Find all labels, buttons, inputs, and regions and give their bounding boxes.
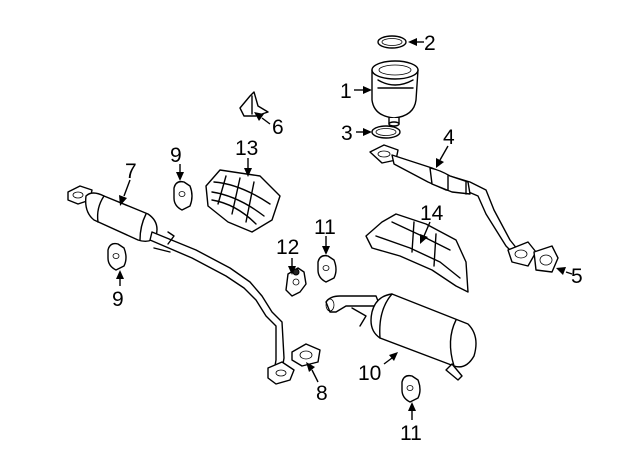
part-7-center-pipe: [67, 185, 295, 385]
callout-12: 12: [276, 236, 299, 259]
part-11-hanger-lower: [401, 374, 421, 403]
callout-9-lower: 9: [112, 288, 124, 311]
callout-labels: 2 1 3 4 5 6 7 8 9 9 10 11 11 12 13 14: [112, 32, 583, 445]
part-8-gasket: [291, 343, 321, 367]
callout-10: 10: [358, 362, 381, 385]
part-10-muffler: [325, 293, 477, 381]
part-9-hanger-upper: [173, 180, 193, 211]
callout-1: 1: [340, 80, 352, 103]
part-14-heat-shield: [365, 213, 469, 293]
callout-11-lower: 11: [400, 422, 422, 445]
part-2-gasket: [377, 35, 407, 49]
part-1-catalytic-converter: [371, 60, 419, 127]
part-5-gasket: [533, 245, 559, 273]
callout-14: 14: [420, 202, 444, 225]
part-9-hanger-lower: [107, 242, 127, 271]
callout-5: 5: [571, 265, 583, 288]
part-13-heat-shield: [205, 169, 281, 233]
callout-7: 7: [125, 160, 137, 183]
callout-13: 13: [235, 137, 258, 160]
callout-9-upper: 9: [170, 144, 182, 167]
part-6-bracket: [239, 91, 269, 117]
callout-4: 4: [443, 126, 455, 149]
callout-3: 3: [341, 122, 353, 145]
part-12-hanger-bracket: [285, 267, 307, 297]
part-4-front-pipe: [369, 144, 537, 267]
callout-2: 2: [424, 32, 436, 55]
callout-11-upper: 11: [314, 216, 336, 239]
part-11-hanger-upper: [317, 254, 337, 283]
part-3-gasket: [371, 125, 401, 139]
callout-6: 6: [272, 116, 284, 139]
leader-lines: [116, 38, 573, 420]
callout-8: 8: [316, 382, 328, 405]
